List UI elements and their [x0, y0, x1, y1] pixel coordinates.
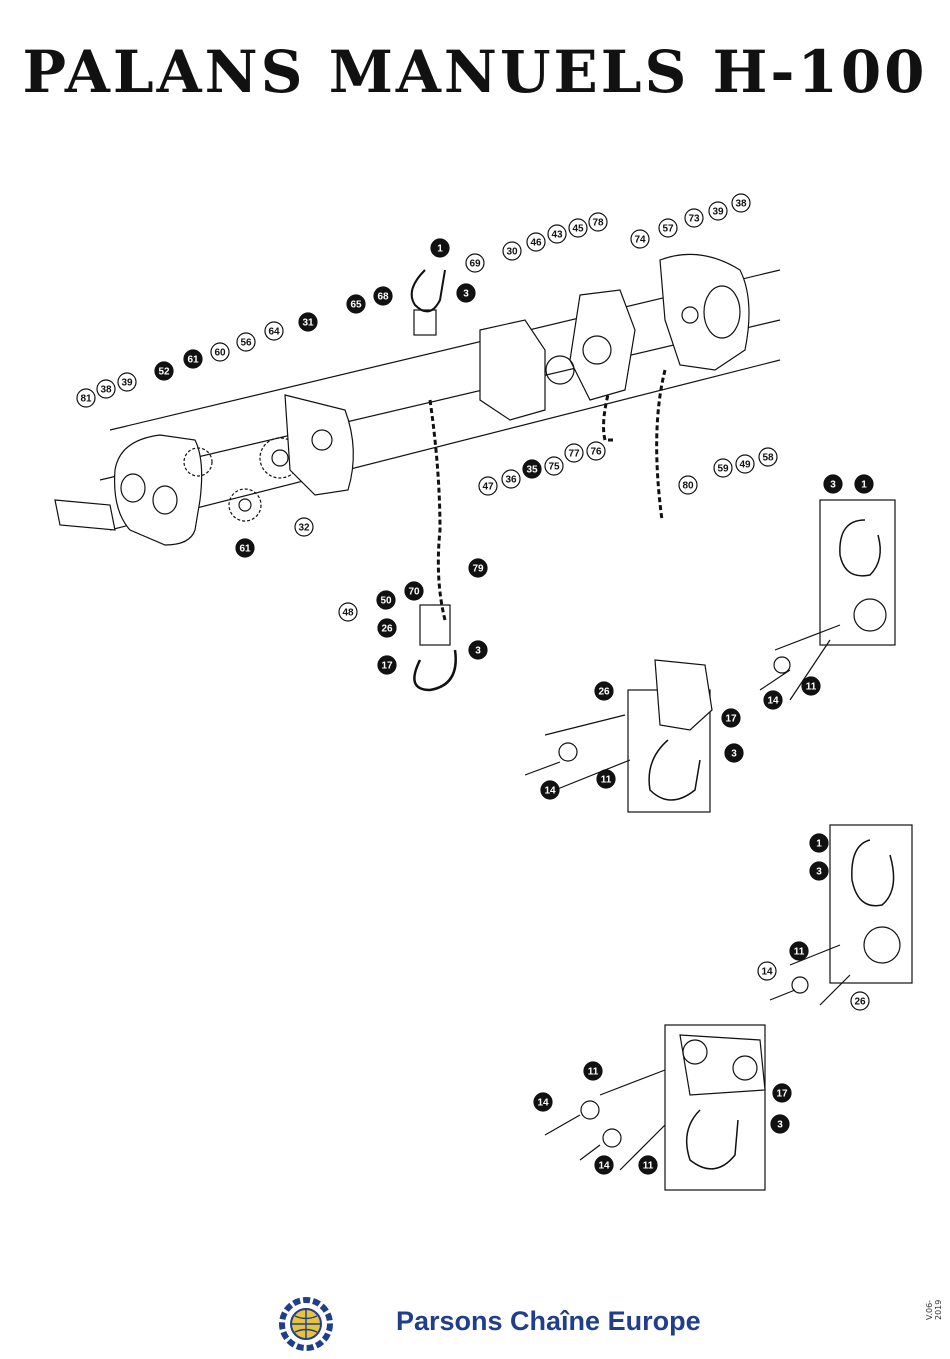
part-number: 35	[526, 465, 538, 476]
part-number: 3	[830, 480, 836, 491]
part-number: 59	[717, 464, 729, 475]
part-number: 3	[475, 646, 481, 657]
side-cover-part	[55, 435, 202, 545]
part-number: 14	[598, 1161, 610, 1172]
part-number: 39	[121, 378, 133, 389]
part-number: 39	[712, 207, 724, 218]
part-number: 48	[342, 608, 354, 619]
load-chain	[430, 400, 445, 620]
part-number: 74	[634, 235, 646, 246]
part-number: 14	[761, 967, 773, 978]
part-number: 1	[437, 244, 443, 255]
part-number: 17	[381, 661, 393, 672]
part-number: 38	[100, 385, 112, 396]
part-number: 80	[682, 481, 694, 492]
part-number: 47	[482, 482, 494, 493]
part-number: 78	[592, 218, 604, 229]
part-number: 11	[588, 1067, 599, 1078]
part-number: 14	[544, 786, 556, 797]
hand-chain	[657, 370, 665, 520]
part-number: 70	[408, 587, 420, 598]
part-number: 61	[187, 355, 199, 366]
part-number: 77	[568, 449, 580, 460]
part-number: 57	[662, 224, 674, 235]
part-number: 3	[463, 289, 469, 300]
part-number: 65	[350, 300, 362, 311]
part-number: 1	[816, 839, 822, 850]
plate-part	[285, 395, 353, 495]
part-number: 50	[380, 596, 392, 607]
part-number: 11	[806, 682, 817, 693]
part-number-labels: 1369304643457874577339386568316456606152…	[77, 194, 873, 1174]
part-number: 30	[506, 247, 518, 258]
bottom-hook	[414, 650, 455, 690]
part-number: 61	[239, 544, 251, 555]
part-number: 11	[601, 775, 612, 786]
part-number: 3	[816, 867, 822, 878]
part-number: 14	[767, 696, 779, 707]
part-number: 3	[731, 749, 737, 760]
part-number: 45	[572, 224, 584, 235]
part-number: 52	[158, 367, 170, 378]
part-number: 17	[725, 714, 737, 725]
chain-globe-logo-icon	[282, 1300, 330, 1348]
part-number: 11	[794, 947, 805, 958]
part-number: 1	[861, 480, 867, 491]
part-number: 79	[472, 564, 484, 575]
part-number: 69	[469, 259, 481, 270]
part-number: 17	[776, 1089, 788, 1100]
part-number: 49	[739, 460, 751, 471]
part-number: 11	[643, 1161, 654, 1172]
part-number: 56	[240, 338, 252, 349]
part-number: 73	[688, 214, 700, 225]
part-number: 43	[551, 230, 563, 241]
part-number: 36	[505, 475, 517, 486]
part-number: 26	[381, 624, 393, 635]
part-number: 60	[214, 348, 226, 359]
part-number: 68	[377, 292, 389, 303]
part-number: 38	[735, 199, 747, 210]
top-hook	[412, 270, 445, 311]
version-label: V.06-2019	[925, 1295, 943, 1320]
part-number: 31	[302, 318, 314, 329]
part-number: 75	[548, 462, 560, 473]
part-number: 26	[854, 997, 866, 1008]
part-number: 81	[80, 394, 92, 405]
part-number: 26	[598, 687, 610, 698]
part-number: 58	[762, 453, 774, 464]
part-number: 3	[777, 1120, 783, 1131]
part-number: 64	[268, 327, 280, 338]
part-number: 14	[537, 1098, 549, 1109]
part-number: 46	[530, 238, 542, 249]
part-number: 32	[298, 523, 310, 534]
part-number: 76	[590, 447, 602, 458]
brand-name: Parsons Chaîne Europe	[396, 1306, 701, 1337]
